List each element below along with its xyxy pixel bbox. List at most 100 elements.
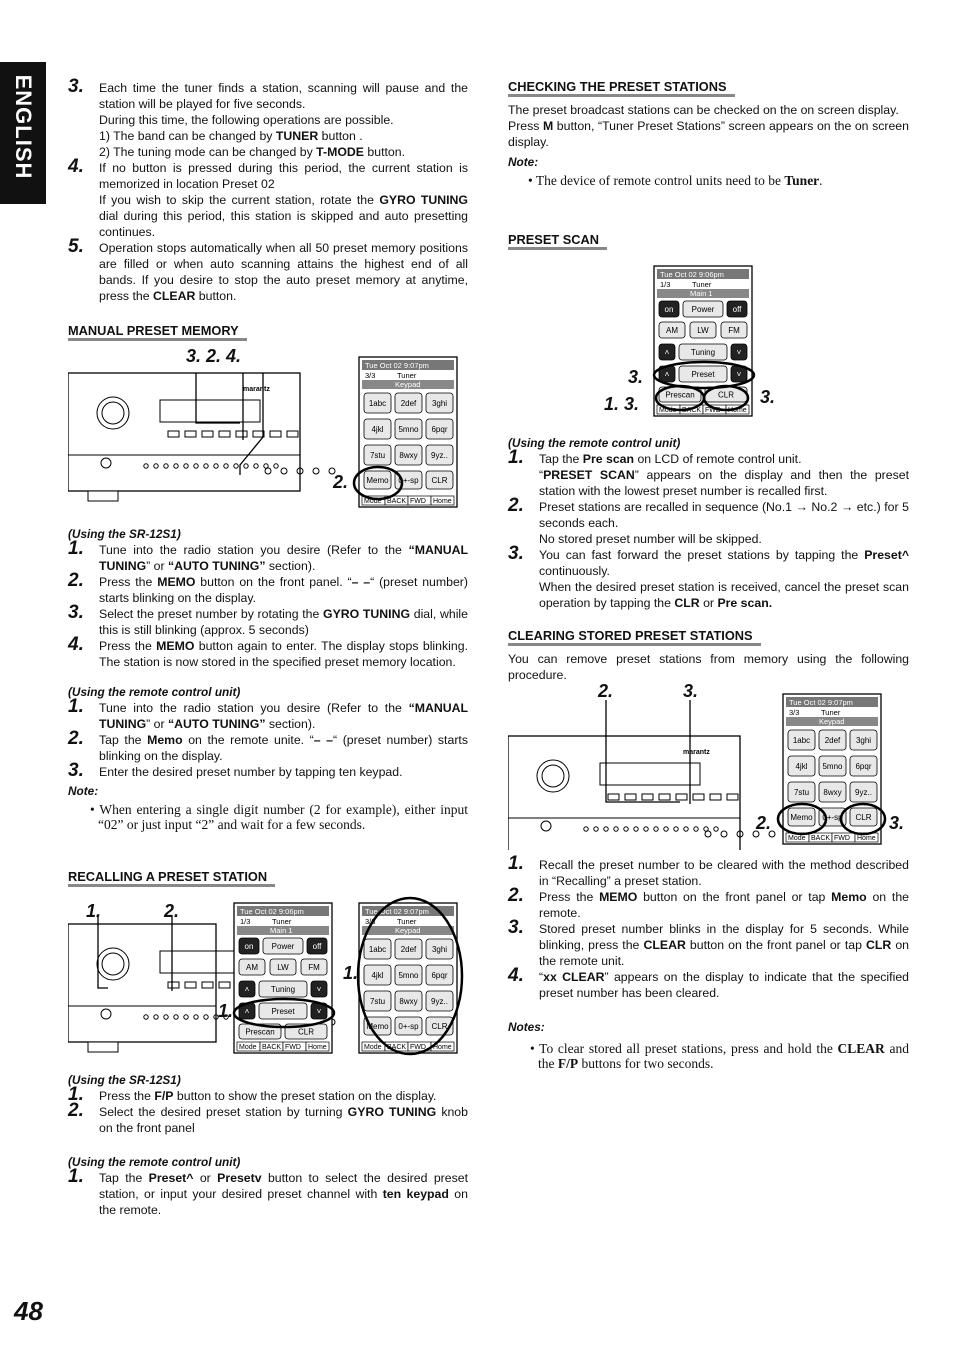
remote-button bbox=[394, 990, 423, 1012]
remote-button bbox=[689, 321, 717, 339]
remote-button-label: CLR bbox=[718, 391, 734, 400]
receiver-button bbox=[675, 793, 688, 801]
manual-preset-section: MANUAL PRESET MEMORY bbox=[68, 323, 468, 341]
remote-button-label: 4jkl bbox=[371, 425, 383, 434]
note-text: • When entering a single digit number (2… bbox=[90, 802, 468, 832]
step-number: 1. bbox=[508, 853, 524, 874]
receiver-dot-button bbox=[243, 463, 249, 469]
receiver-dot-button bbox=[613, 826, 619, 832]
step-text: Recall the preset number to be cleared w… bbox=[539, 858, 909, 888]
receiver-dot-button bbox=[213, 463, 219, 469]
remote-button-label: FM bbox=[728, 326, 740, 335]
remote-button bbox=[425, 444, 454, 466]
remote-button-label: 8wxy bbox=[823, 788, 841, 797]
sr-steps: 1.Tune into the radio station you desire… bbox=[68, 539, 468, 670]
receiver-button bbox=[235, 430, 248, 438]
remote-button bbox=[363, 470, 392, 490]
clear-steps: 1. Recall the preset number to be cleared… bbox=[508, 853, 909, 1072]
remote-status-bar bbox=[362, 360, 454, 370]
step-number: 2. bbox=[68, 728, 84, 749]
receiver-button bbox=[252, 430, 265, 438]
receiver-foot bbox=[87, 1041, 119, 1053]
remote-button bbox=[425, 418, 454, 440]
left-column: 3.Each time the tuner finds a station, s… bbox=[68, 77, 468, 304]
clr-highlight bbox=[839, 802, 887, 836]
remote-button bbox=[394, 444, 423, 466]
figure-callout: 3. bbox=[889, 813, 905, 833]
receiver-button bbox=[658, 793, 671, 801]
remote-button bbox=[363, 418, 392, 440]
remote-status-text: Tue Oct 02 9:06pm bbox=[660, 270, 724, 279]
receiver-dot-button bbox=[203, 1014, 209, 1020]
clear-section: CLEARING STORED PRESET STATIONS You can … bbox=[508, 628, 909, 683]
figure-callout: 2. bbox=[164, 901, 180, 921]
clear-step-list: 1. Recall the preset number to be cleared… bbox=[508, 853, 909, 1001]
remote-device-text: Tuner bbox=[397, 917, 417, 926]
clr-highlight bbox=[702, 384, 750, 412]
figure-callout: 3. bbox=[628, 367, 644, 387]
receiver-jack bbox=[768, 830, 776, 838]
step-number: 4. bbox=[68, 634, 84, 655]
remote-button bbox=[238, 937, 260, 955]
remote-button-label: 5mno bbox=[822, 762, 843, 771]
volume-knob-inner bbox=[101, 401, 125, 425]
remote-bottom-tab-label: FWD bbox=[410, 1044, 426, 1051]
remote-button bbox=[720, 321, 748, 339]
volume-knob-inner bbox=[541, 764, 565, 788]
remote-button bbox=[425, 964, 454, 986]
remote-button bbox=[818, 781, 847, 803]
remote-button-label: 4jkl bbox=[371, 971, 383, 980]
remote-button-label: Memo bbox=[366, 1022, 389, 1031]
remote-button-label: 1abc bbox=[793, 736, 810, 745]
scan-steps: (Using the remote control unit) 1.Tap th… bbox=[508, 435, 909, 611]
step-number: 2. bbox=[508, 495, 524, 516]
volume-knob bbox=[96, 947, 130, 981]
remote-button bbox=[849, 781, 878, 803]
step-number: 4. bbox=[508, 965, 524, 986]
remote-status-bar bbox=[362, 906, 454, 916]
receiver-button bbox=[607, 793, 620, 801]
volume-knob-inner bbox=[101, 952, 125, 976]
keypad-highlight bbox=[356, 896, 464, 1056]
remote-button bbox=[258, 980, 308, 998]
remote-device-text: Tuner bbox=[397, 371, 417, 380]
volume-knob bbox=[536, 759, 570, 793]
remote-button-label: 8wxy bbox=[399, 451, 417, 460]
step-number: 2. bbox=[68, 1100, 84, 1121]
scan-subheading: (Using the remote control unit) bbox=[508, 436, 681, 450]
remote-page-text: 3/3 bbox=[365, 371, 375, 380]
receiver-display bbox=[159, 399, 261, 423]
remote-button bbox=[678, 343, 728, 361]
receiver-button bbox=[201, 430, 214, 438]
remote-bottom-tab-label: BACK bbox=[682, 407, 701, 414]
remote-title-text: Main 1 bbox=[690, 289, 713, 298]
receiver-dot-button bbox=[683, 826, 689, 832]
step-item: 1.Tune into the radio station you desire… bbox=[68, 697, 468, 732]
remote-button bbox=[818, 755, 847, 777]
receiver-dot-button bbox=[643, 826, 649, 832]
receiver-button bbox=[624, 793, 637, 801]
step-number: 1. bbox=[68, 1084, 84, 1105]
check-section: CHECKING THE PRESET STATIONS The preset … bbox=[508, 79, 909, 188]
receiver-dot-button bbox=[713, 826, 719, 832]
step-text: Tap the Pre scan on LCD of remote contro… bbox=[539, 452, 910, 498]
callout-line bbox=[195, 373, 240, 424]
receiver-dot-button bbox=[183, 1014, 189, 1020]
receiver-dot-button bbox=[673, 826, 679, 832]
remote-button-label: 1abc bbox=[369, 945, 386, 954]
receiver-button bbox=[184, 430, 197, 438]
remote-bottom-tab-label: Mode bbox=[659, 407, 677, 414]
remote-button bbox=[306, 937, 328, 955]
remote-button bbox=[658, 321, 686, 339]
remote-button-label: Preset bbox=[691, 370, 715, 379]
receiver-button bbox=[218, 430, 231, 438]
preset-scan-heading: PRESET SCAN bbox=[508, 232, 608, 250]
step-text: Tune into the radio station you desire (… bbox=[99, 701, 468, 731]
remote-bottom-tab-label: FWD bbox=[834, 835, 850, 842]
remote-title-bar bbox=[237, 926, 329, 935]
notes-label: Notes: bbox=[508, 1020, 545, 1034]
receiver-dot-button bbox=[593, 826, 599, 832]
